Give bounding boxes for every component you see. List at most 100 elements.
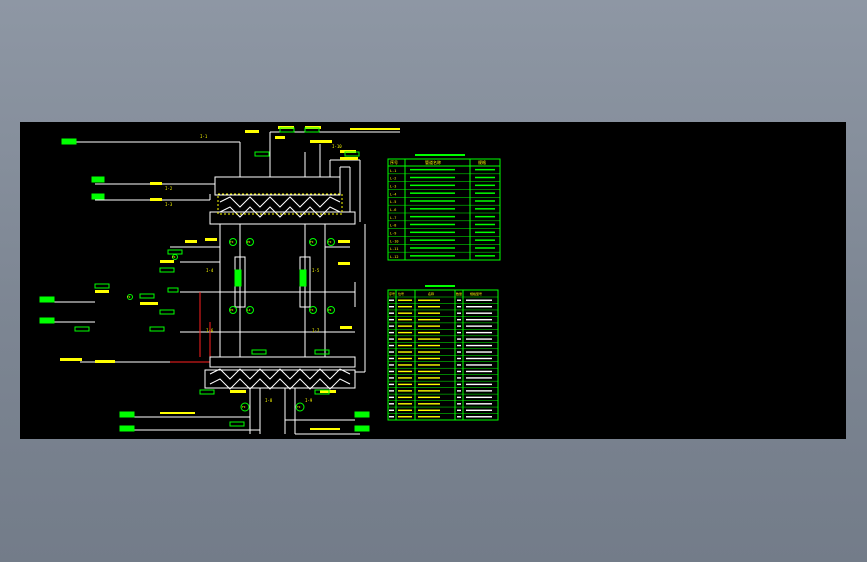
process-flow-diagram: I-1 I-2 I-3 I-4 I-5 I-6 I-7 I-8 I-9 I-10…	[39, 126, 501, 435]
pipe-table-header: 管道名称	[425, 159, 441, 165]
pipe-table-cell: L-10	[390, 239, 398, 243]
pipe-table-cell: L-1	[390, 169, 396, 173]
pipe-name-line	[410, 255, 455, 257]
equipment-table: 序号 位号 名称 数量 规格型号	[387, 285, 499, 421]
stream-label: I-10	[332, 144, 342, 149]
stream-labels: I-1 I-2 I-3 I-4 I-5 I-6 I-7 I-8 I-9 I-10	[165, 134, 342, 403]
pipe-spec-line	[475, 247, 495, 249]
red-lines	[170, 292, 211, 367]
equipment-table-row	[388, 355, 498, 360]
pipe-name-line	[410, 184, 455, 187]
pipe-spec-line	[475, 208, 495, 210]
equipment-table-row	[388, 374, 498, 379]
green-tag-boxes	[74, 127, 360, 427]
pipe-table-header: 序号	[390, 159, 398, 165]
pipe-table-row: L-8	[388, 224, 500, 229]
equipment-table-row	[388, 296, 498, 301]
instrument-tag: TI	[328, 240, 332, 244]
equipment-table-row	[388, 329, 498, 334]
pipe-name-line	[410, 223, 455, 226]
equipment-table-row	[388, 380, 498, 386]
pipe-name-line	[410, 200, 455, 202]
pipe-table-cell: L-7	[390, 216, 396, 220]
equipment-table-row	[388, 413, 498, 418]
equipment-table-row	[388, 387, 498, 392]
pipe-spec-line	[475, 192, 495, 194]
pipe-table-cell: L-3	[390, 185, 396, 189]
pipe-table-cell: L-2	[390, 177, 396, 181]
pipe-table-row: L-2	[388, 177, 500, 182]
pipe-spec-line	[475, 255, 495, 257]
equipment-table-header: 名称	[428, 291, 434, 296]
pipe-table-row: L-6	[388, 208, 500, 214]
drawing-canvas[interactable]: I-1 I-2 I-3 I-4 I-5 I-6 I-7 I-8 I-9 I-10…	[20, 122, 846, 439]
pipe-table-cell: L-4	[390, 192, 396, 196]
pipe-name-line	[410, 192, 455, 194]
equipment-table-row	[388, 342, 498, 347]
pipe-spec-line	[475, 239, 495, 241]
bottom-header-block	[204, 356, 360, 435]
instrument-tag: TI	[127, 295, 131, 299]
pipe-spec-line	[475, 168, 495, 171]
equipment-table-row	[388, 393, 498, 399]
pipe-name-line	[410, 239, 455, 241]
instrument-tag: FI	[242, 405, 246, 409]
stream-label: I-4	[206, 268, 214, 273]
equipment-table-header: 序号	[389, 291, 395, 296]
equipment-table-header: 数量	[456, 291, 462, 296]
instrument-tag: PI	[247, 240, 251, 244]
instrument-tag: FI	[310, 240, 314, 244]
pipe-table-row: L-4	[388, 192, 500, 198]
pipe-table-cell: L-6	[390, 208, 396, 212]
pipe-spec-line	[475, 184, 495, 187]
pipe-table-row: L-9	[388, 232, 500, 237]
instrument-tag: TI	[297, 405, 301, 409]
pipe-spec-line	[475, 215, 495, 218]
equipment-table-row	[388, 400, 498, 405]
equipment-table-row	[388, 309, 498, 314]
equipment-table-row	[388, 361, 498, 366]
pipe-spec-line	[475, 176, 495, 179]
instrument-tag: PI	[328, 308, 332, 312]
instrument-tag: PI	[172, 255, 176, 259]
pipe-name-line	[410, 215, 455, 218]
stream-label: I-1	[200, 134, 208, 139]
pipe-name-line	[410, 176, 455, 179]
instrument-tag: LI	[247, 308, 251, 312]
pipe-table-row: L-1	[388, 168, 500, 175]
stream-label: I-3	[165, 202, 173, 207]
instrument-bubbles	[127, 238, 335, 412]
stream-label: I-2	[165, 186, 173, 191]
equipment-table-header: 位号	[398, 291, 404, 296]
pipe-table-cell: L-12	[390, 255, 398, 259]
pipe-table-row: L-5	[388, 200, 500, 206]
pipe-table: 序号 管道名称 规格 L-1L-2L-3L-4L-5L-6L-7L-8L-9L-…	[387, 154, 501, 261]
inlet-tags	[39, 138, 370, 432]
stream-label: I-8	[265, 398, 273, 403]
main-columns	[170, 224, 356, 357]
stream-label: I-5	[312, 268, 320, 273]
equipment-table-row	[388, 335, 498, 340]
equipment-table-row	[388, 322, 498, 327]
pipe-name-line	[410, 208, 455, 210]
pipe-table-cell: L-9	[390, 232, 396, 236]
pipe-name-line	[410, 247, 455, 249]
stream-label: I-9	[305, 398, 313, 403]
pipe-name-line	[410, 231, 455, 234]
stream-label: I-6	[206, 328, 214, 333]
equipment-table-row	[388, 406, 498, 411]
equipment-table-row	[388, 348, 498, 353]
pipe-spec-line	[475, 231, 495, 234]
pipe-table-row: L-7	[388, 215, 500, 222]
top-heat-exchangers	[217, 193, 343, 218]
stream-label: I-7	[312, 328, 320, 333]
equipment-table-header: 规格型号	[470, 291, 482, 296]
pipe-table-cell: L-5	[390, 200, 396, 204]
pipe-table-row: L-12	[388, 255, 500, 261]
pipe-name-line	[410, 168, 455, 171]
equipment-table-row	[388, 316, 498, 321]
pipe-table-cell: L-11	[390, 247, 398, 251]
equipment-table-row	[388, 367, 498, 373]
yellow-labels	[60, 126, 400, 430]
pipe-table-row: L-10	[388, 239, 500, 245]
